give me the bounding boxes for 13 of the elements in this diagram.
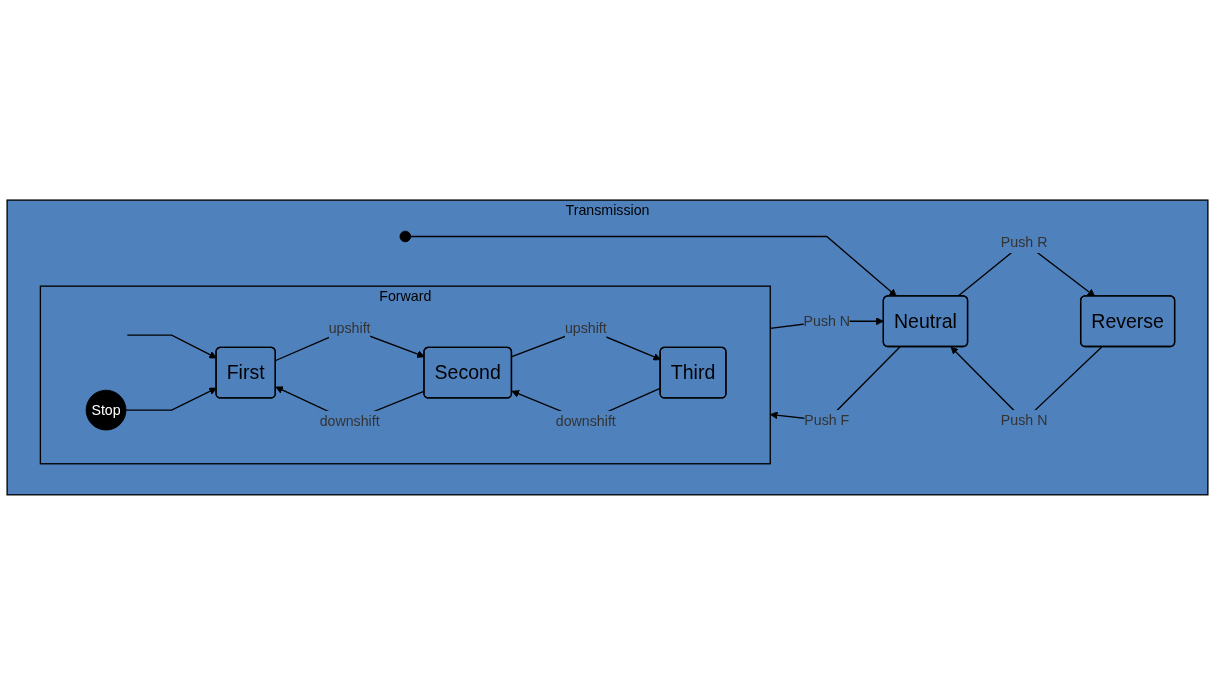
arrow: [409, 235, 897, 297]
arrow: [125, 387, 217, 411]
edge-label: Push N: [1000, 412, 1048, 428]
edge-label: Push N: [803, 312, 851, 328]
edge-label: upshift: [328, 320, 371, 336]
edge-label: Push F: [804, 412, 850, 428]
edge-label: downshift: [319, 412, 380, 429]
arrow: [126, 334, 217, 358]
edge-label: upshift: [564, 320, 607, 336]
edge-label: downshift: [555, 412, 616, 429]
node-circle: Stop: [85, 389, 127, 430]
node-circle: [399, 230, 412, 242]
edge-label: Push R: [1000, 234, 1048, 250]
